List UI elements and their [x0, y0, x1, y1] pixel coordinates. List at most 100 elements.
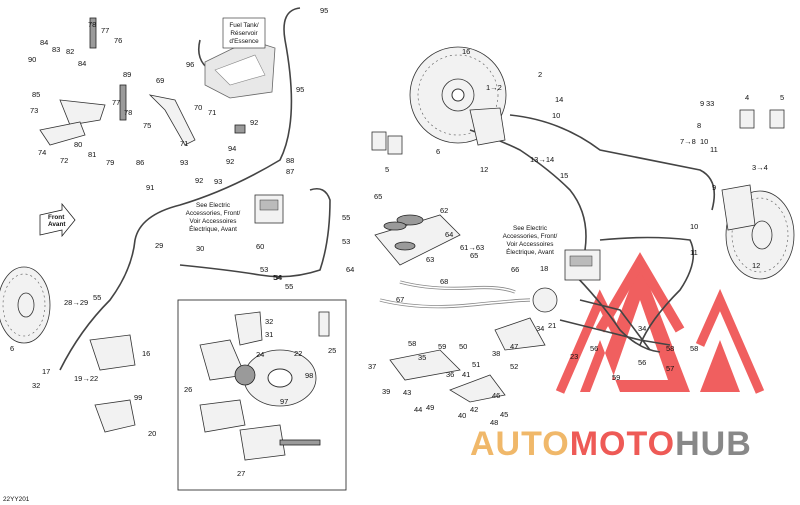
callout-number: 39 — [382, 387, 390, 396]
callout-number: 35 — [418, 353, 426, 362]
callout-number: 70 — [194, 103, 202, 112]
callout-number: 59 — [612, 373, 620, 382]
callout-number: 29 — [155, 241, 163, 250]
callout-number: 20 — [148, 429, 156, 438]
callout-number: 4 — [745, 93, 749, 102]
callout-number: 85 — [32, 90, 40, 99]
callout-number: 77 — [101, 26, 109, 35]
callout-number: 48 — [0, 0, 8, 2]
callout-number: 52 — [510, 362, 518, 371]
callout-number: 43 — [403, 388, 411, 397]
callout-number: 10 — [700, 137, 708, 146]
callout-number: 11 — [690, 248, 698, 257]
callout-number: 93 — [214, 177, 222, 186]
callout-number: 61→63 — [460, 243, 484, 252]
callout-number: 55 — [93, 293, 101, 302]
callout-number: 55 — [285, 282, 293, 291]
callout-number: 92 — [195, 176, 203, 185]
callout-number: 54 — [273, 273, 281, 282]
callout-number: 3→4 — [752, 163, 768, 172]
callout-number: 50 — [459, 342, 467, 351]
caliper-right — [721, 184, 756, 231]
callout-number: 25 — [328, 346, 336, 355]
electric-note-right-line4: Électrique, Avant — [506, 247, 554, 256]
callout-number: 56 — [590, 344, 598, 353]
master-cylinder-reservoir — [374, 214, 461, 266]
callout-number: 72 — [60, 156, 68, 165]
callout-number: 14 — [555, 95, 563, 104]
watermark-text-moto: MOTO — [570, 425, 675, 463]
callout-number: 53 — [342, 237, 350, 246]
watermark-text-auto: AUTO — [470, 425, 570, 463]
bracket-left-bottom — [94, 399, 136, 433]
callout-number: 65 — [470, 251, 478, 260]
callout-number: 7→8 — [680, 137, 696, 146]
callout-number: 56 — [638, 358, 646, 367]
callout-number: 12 — [480, 165, 488, 174]
callout-number: 99 — [134, 393, 142, 402]
callout-number: 62 — [440, 206, 448, 215]
callout-number: 10 — [552, 111, 560, 120]
callout-number: 74 — [38, 148, 46, 157]
callout-number: 15 — [560, 171, 568, 180]
callout-number: 80 — [74, 140, 82, 149]
callout-number: 76 — [114, 36, 122, 45]
callout-number: 19→22 — [74, 374, 98, 383]
callout-number: 95 — [320, 6, 328, 15]
callout-number: 16 — [142, 349, 150, 358]
callout-number: 17 — [42, 367, 50, 376]
caliper-left — [89, 334, 136, 371]
callout-number: 88 — [286, 156, 294, 165]
brake-pads-right — [739, 109, 785, 129]
callout-number: 27 — [237, 469, 245, 478]
callout-number: 51 — [472, 360, 480, 369]
caliper-top — [469, 107, 506, 146]
fuel-tank-note-line3: d'Essence — [229, 38, 259, 45]
callout-number: 77 — [112, 98, 120, 107]
callout-number: 86 — [136, 158, 144, 167]
callout-number: 26 — [184, 385, 192, 394]
callout-number: 40 — [458, 411, 466, 420]
callout-number: 82 — [66, 47, 74, 56]
callout-number: 45 — [0, 0, 8, 2]
callout-number: 6 — [436, 147, 440, 156]
callout-number: 30 — [196, 244, 204, 253]
callout-number: 58 — [408, 339, 416, 348]
callout-number: 71 — [180, 139, 188, 148]
callout-number: 95 — [296, 85, 304, 94]
callout-number: 65 — [374, 192, 382, 201]
electric-note-right: See Electric Accessories, Front/ Voir Ac… — [503, 225, 558, 256]
callout-number: 90 — [28, 55, 36, 64]
callout-number: 38 — [492, 349, 500, 358]
callout-number: 44 — [414, 405, 422, 414]
brake-disc-rear-inset — [243, 349, 317, 407]
callout-number: 94 — [228, 144, 236, 153]
callout-number: 73 — [30, 106, 38, 115]
callout-number: 28→29 — [64, 298, 88, 307]
fuel-tank-note-line2: Réservoir — [230, 30, 258, 37]
callout-number: 49 — [426, 403, 434, 412]
fuel-tank-note-line1: Fuel Tank/ — [229, 22, 259, 29]
callout-number: 24 — [256, 350, 264, 359]
callout-number: 32 — [265, 317, 273, 326]
electric-note-right-line2: Accessories, Front/ — [503, 233, 558, 240]
diagram-code: 22YY201 — [3, 496, 30, 503]
electric-note-left: See Electric Accessories, Front/ Voir Ac… — [186, 202, 241, 233]
callout-number: 32 — [32, 381, 40, 390]
callout-number: 1→2 — [486, 83, 502, 92]
callout-number: 46 — [492, 391, 500, 400]
callout-number: 64 — [445, 230, 453, 239]
callout-number: 84 — [40, 38, 48, 47]
callout-number: 16 — [462, 47, 470, 56]
front-label-en: Front — [48, 214, 65, 221]
brake-disc-left — [0, 266, 51, 344]
callout-number: 81 — [88, 150, 96, 159]
fuel-tank-note: Fuel Tank/ Réservoir d'Essence — [222, 17, 266, 49]
callout-number: 34 — [638, 324, 646, 333]
watermark-text-hub: HUB — [675, 425, 752, 463]
callout-number: 66 — [511, 265, 519, 274]
callout-number: 10 — [690, 222, 698, 231]
brake-pads-top — [371, 131, 403, 155]
rear-caliper-inset — [177, 299, 347, 491]
